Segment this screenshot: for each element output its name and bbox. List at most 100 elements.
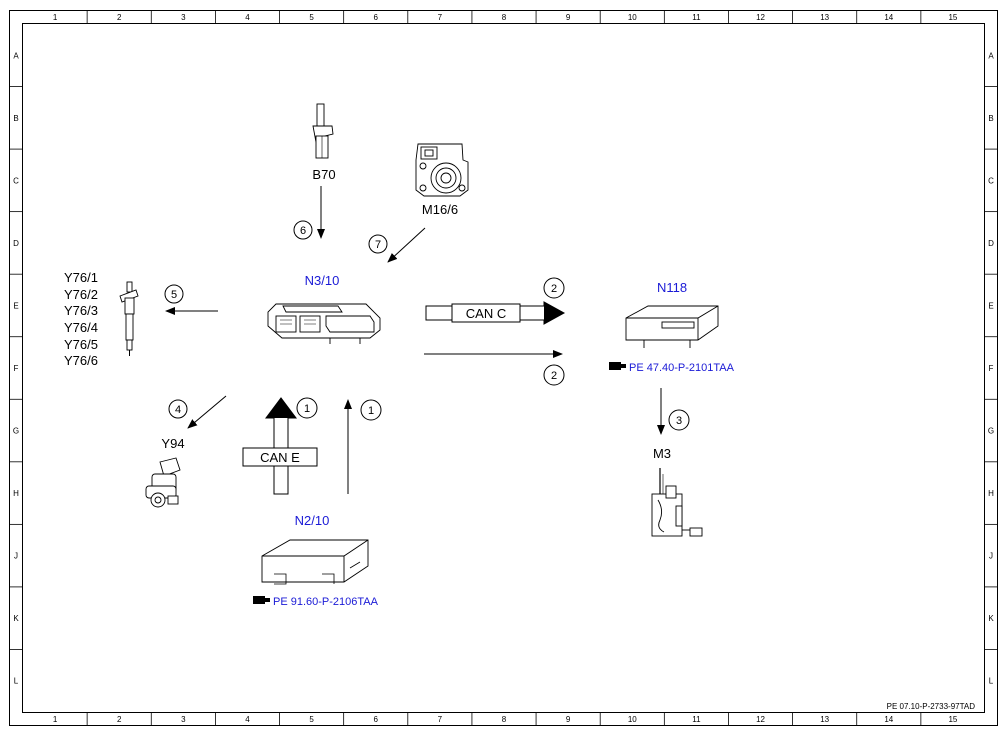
grid-row-right-A: A — [988, 51, 994, 60]
label-m16-6: M16/6 — [422, 202, 458, 217]
label-n118: N118 — [657, 280, 687, 295]
label-y76-2: Y76/2 — [64, 287, 98, 302]
grid-col-top-15: 15 — [948, 13, 957, 22]
label-b70: B70 — [312, 167, 335, 182]
throttle-actuator-icon — [415, 143, 469, 197]
grid-col-bottom-9: 9 — [566, 715, 571, 724]
grid-row-left-K: K — [13, 614, 19, 623]
svg-text:1: 1 — [304, 403, 310, 415]
svg-text:1: 1 — [368, 405, 374, 417]
grid-col-bottom-7: 7 — [438, 715, 443, 724]
grid-col-top-12: 12 — [756, 13, 765, 22]
grid-col-bottom-2: 2 — [117, 715, 122, 724]
grid-col-top-2: 2 — [117, 13, 122, 22]
grid-col-bottom-15: 15 — [948, 715, 957, 724]
grid-row-right-B: B — [988, 114, 993, 123]
grid-row-right-K: K — [988, 614, 994, 623]
svg-text:3: 3 — [676, 415, 682, 427]
label-y76-6: Y76/6 — [64, 353, 98, 368]
grid-row-right-C: C — [988, 176, 994, 185]
ref-n118[interactable]: PE 47.40-P-2101TAA — [629, 362, 735, 374]
fuel-pump-icon — [651, 468, 703, 537]
marker-3: 3 — [668, 409, 690, 431]
svg-text:2: 2 — [551, 283, 557, 295]
grid-row-left-D: D — [13, 239, 19, 248]
grid-row-right-E: E — [988, 301, 993, 310]
grid-col-top-6: 6 — [374, 13, 379, 22]
grid-row-right-H: H — [988, 489, 994, 498]
marker-2-lower: 2 — [543, 364, 565, 386]
reference-pointer-icon-2 — [253, 596, 270, 604]
injector-icon — [119, 281, 139, 356]
grid-col-top-13: 13 — [820, 13, 829, 22]
grid-row-left-L: L — [14, 677, 19, 686]
grid-row-left-G: G — [13, 427, 19, 436]
marker-1-right: 1 — [360, 399, 382, 421]
svg-text:5: 5 — [171, 289, 177, 301]
grid-row-left-J: J — [14, 552, 18, 561]
grid-col-bottom-14: 14 — [884, 715, 893, 724]
grid-col-top-10: 10 — [628, 13, 637, 22]
grid-row-left-A: A — [13, 51, 19, 60]
grid-col-bottom-1: 1 — [53, 715, 58, 724]
grid-row-right-J: J — [989, 552, 993, 561]
grid-row-left-F: F — [14, 364, 19, 373]
grid-col-top-8: 8 — [502, 13, 507, 22]
grid-row-left-H: H — [13, 489, 19, 498]
grid-row-left-E: E — [13, 301, 18, 310]
can-e-label: CAN E — [260, 450, 300, 465]
diagram-frame — [9, 10, 998, 726]
grid-col-bottom-10: 10 — [628, 715, 637, 724]
grid-col-top-5: 5 — [309, 13, 314, 22]
reference-pointer-icon — [609, 362, 626, 370]
quantity-control-valve-icon — [145, 457, 181, 508]
label-y76-5: Y76/5 — [64, 337, 98, 352]
marker-7: 7 — [368, 234, 388, 254]
grid-col-top-4: 4 — [245, 13, 250, 22]
label-n3-10: N3/10 — [305, 273, 340, 288]
grid-col-bottom-5: 5 — [309, 715, 314, 724]
grid-col-bottom-13: 13 — [820, 715, 829, 724]
svg-text:6: 6 — [300, 225, 306, 237]
grid-col-top-3: 3 — [181, 13, 186, 22]
grid-col-bottom-12: 12 — [756, 715, 765, 724]
arrow-7 — [387, 227, 426, 263]
engine-control-unit-icon — [267, 303, 381, 344]
svg-text:4: 4 — [175, 404, 181, 416]
grid-row-labels-left: A B C D E F G H J K L — [9, 51, 23, 686]
label-y76-4: Y76/4 — [64, 320, 98, 335]
grid-row-left-B: B — [13, 114, 18, 123]
marker-6: 6 — [293, 220, 313, 240]
grid-col-bottom-8: 8 — [502, 715, 507, 724]
marker-5: 5 — [164, 284, 184, 304]
label-n2-10: N2/10 — [295, 513, 330, 528]
grid-col-top-9: 9 — [566, 13, 571, 22]
grid-col-bottom-11: 11 — [692, 715, 701, 724]
fuel-pump-control-unit-icon — [625, 305, 719, 348]
grid-col-bottom-3: 3 — [181, 715, 186, 724]
grid-row-left-C: C — [13, 176, 19, 185]
marker-4: 4 — [168, 399, 188, 419]
can-e-bus-arrow: CAN E — [242, 397, 318, 495]
can-c-label: CAN C — [466, 306, 506, 321]
grid-col-bottom-4: 4 — [245, 715, 250, 724]
grid-row-right-L: L — [989, 677, 994, 686]
label-y94: Y94 — [161, 436, 184, 451]
grid-row-right-D: D — [988, 239, 994, 248]
label-m3: M3 — [653, 446, 671, 461]
grid-col-top-1: 1 — [53, 13, 58, 22]
grid-row-right-G: G — [988, 427, 994, 436]
injector-label-list: Y76/1 Y76/2 Y76/3 Y76/4 Y76/5 Y76/6 — [64, 270, 98, 368]
grid-col-top-11: 11 — [692, 13, 701, 22]
restraint-control-unit-icon — [261, 539, 369, 585]
svg-text:7: 7 — [375, 239, 381, 251]
document-id: PE 07.10-P-2733-97TAD — [887, 702, 976, 711]
label-y76-3: Y76/3 — [64, 303, 98, 318]
signal-arrows — [165, 186, 665, 494]
ref-n2-10[interactable]: PE 91.60-P-2106TAA — [273, 596, 379, 608]
svg-text:2: 2 — [551, 370, 557, 382]
grid-col-top-7: 7 — [438, 13, 443, 22]
